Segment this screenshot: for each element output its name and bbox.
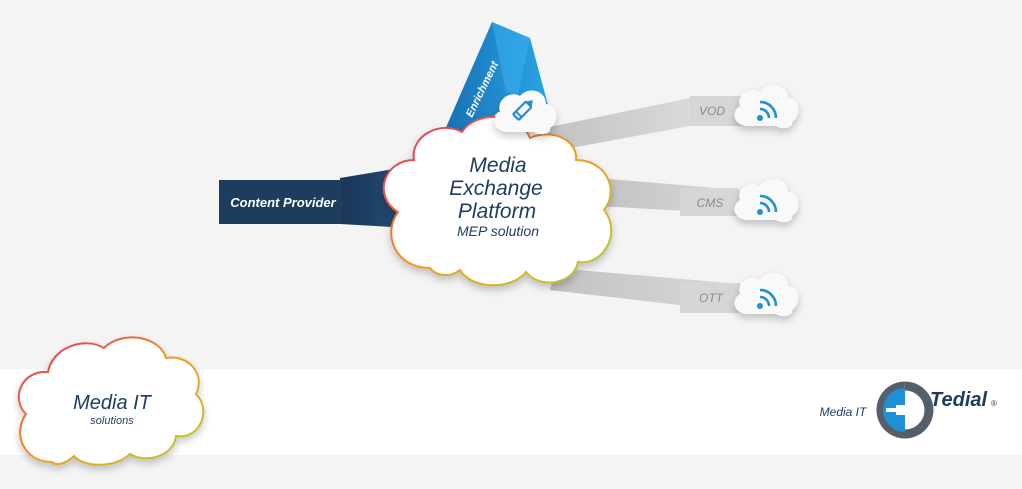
output-label-vod: VOD [699, 104, 725, 118]
label-tab-ott [680, 283, 740, 313]
hub-title-line-3: Platform [458, 200, 536, 223]
output-label-ott: OTT [699, 291, 725, 305]
enrichment-ribbon [444, 22, 548, 140]
output-cloud-vod [734, 84, 799, 129]
footer-tagline: Media IT [820, 405, 868, 419]
hub-cloud [382, 116, 613, 287]
pencil-icon [512, 100, 533, 121]
brand-cloud-title: Media IT [73, 392, 153, 414]
tedial-logo-mark [876, 381, 934, 439]
signal-icon [757, 194, 778, 215]
output-label-cms: CMS [697, 196, 724, 210]
content-provider-label: Content Provider [230, 195, 336, 210]
brand-cloud [17, 336, 205, 466]
hub-subtitle: MEP solution [457, 223, 539, 239]
output-cloud-cms [734, 178, 799, 223]
content-provider-box [219, 180, 343, 224]
registered-mark: ® [991, 399, 997, 408]
bottom-strip [0, 455, 1022, 489]
tedial-wordmark: Tedial [930, 389, 987, 411]
hub-title-line-1: Media [469, 154, 526, 177]
brand-cloud-subtitle: solutions [90, 415, 134, 427]
hub-title-line-2: Exchange [449, 177, 542, 200]
signal-icon [757, 288, 778, 309]
label-tab-cms [680, 188, 738, 216]
output-cloud-ott [734, 272, 799, 317]
ribbon-vod [545, 98, 690, 150]
signal-icon [757, 100, 778, 121]
